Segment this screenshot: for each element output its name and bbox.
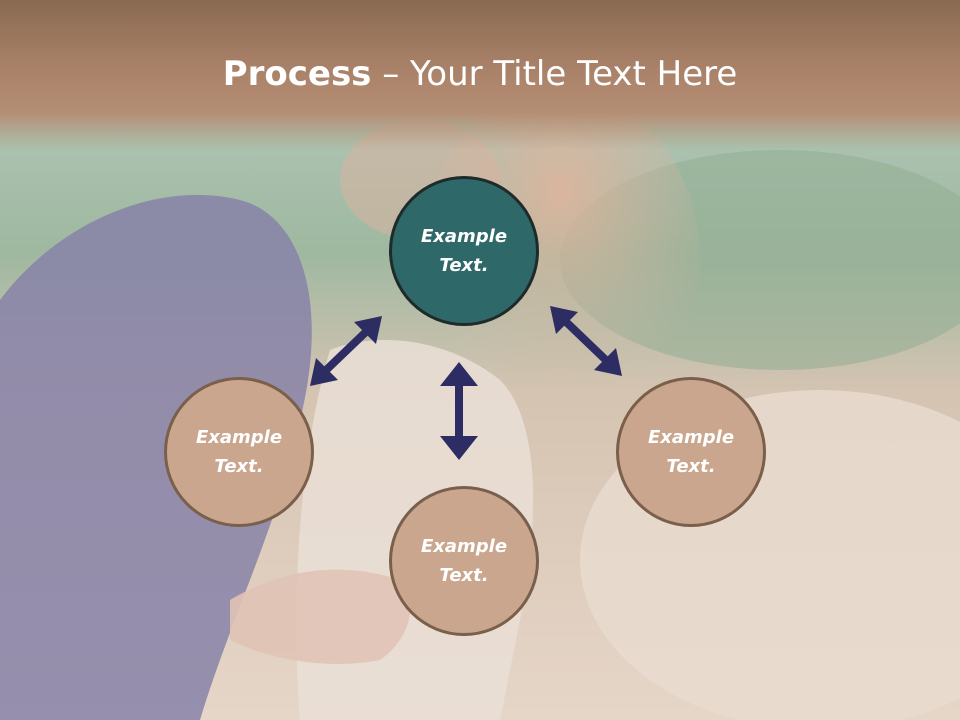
bottom-node-label: Example Text. [420, 536, 508, 586]
right-node: Example Text. [616, 377, 766, 527]
title-band [0, 0, 960, 150]
center-node: Example Text. [389, 176, 539, 326]
center-node-label: Example Text. [420, 226, 508, 276]
left-node-label: Example Text. [195, 427, 283, 477]
title-strong: Process [222, 54, 372, 94]
bottom-node: Example Text. [389, 486, 539, 636]
title-rest: – Your Title Text Here [371, 54, 738, 94]
slide-title: Process – Your Title Text Here [0, 52, 960, 96]
left-node: Example Text. [164, 377, 314, 527]
right-node-label: Example Text. [647, 427, 735, 477]
